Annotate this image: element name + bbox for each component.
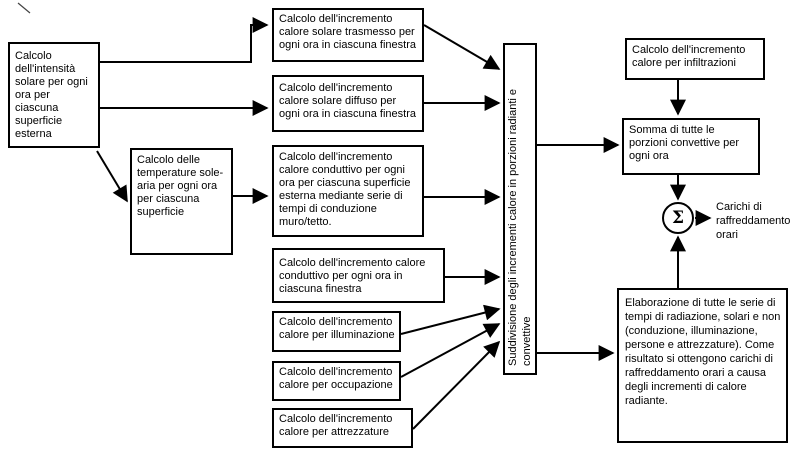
output-label-cooling-loads: Carichi di raffreddamento orari [716,201,791,241]
node-conductive-window: Calcolo dell'incremento calore conduttiv… [272,248,445,303]
node-occupancy: Calcolo dell'incremento calore per occup… [272,361,401,401]
node-equipment: Calcolo dell'incremento calore per attre… [272,408,413,448]
node-lighting: Calcolo dell'incremento calore per illum… [272,311,401,352]
node-infiltration: Calcolo dell'incremento calore per infil… [625,38,765,80]
node-sol-air-temperature: Calcolo delle temperature sole-aria per … [130,148,233,255]
node-radiant-processing: Elaborazione di tutte le serie di tempi … [617,288,788,443]
node-subdivision-label: Suddivisione degli incrementi calore in … [507,89,533,366]
summation-symbol: Σ [662,202,694,234]
node-solar-intensity: Calcolo dell'intensità solare per ogni o… [8,42,100,148]
node-subdivision: Suddivisione degli incrementi calore in … [503,43,537,375]
node-sum-convective: Somma di tutte le porzioni convettive pe… [622,118,760,175]
node-transmitted-solar: Calcolo dell'incremento calore solare tr… [272,8,424,62]
node-conductive-surface: Calcolo dell'incremento calore conduttiv… [272,145,424,237]
node-diffuse-solar: Calcolo dell'incremento calore solare di… [272,75,424,132]
